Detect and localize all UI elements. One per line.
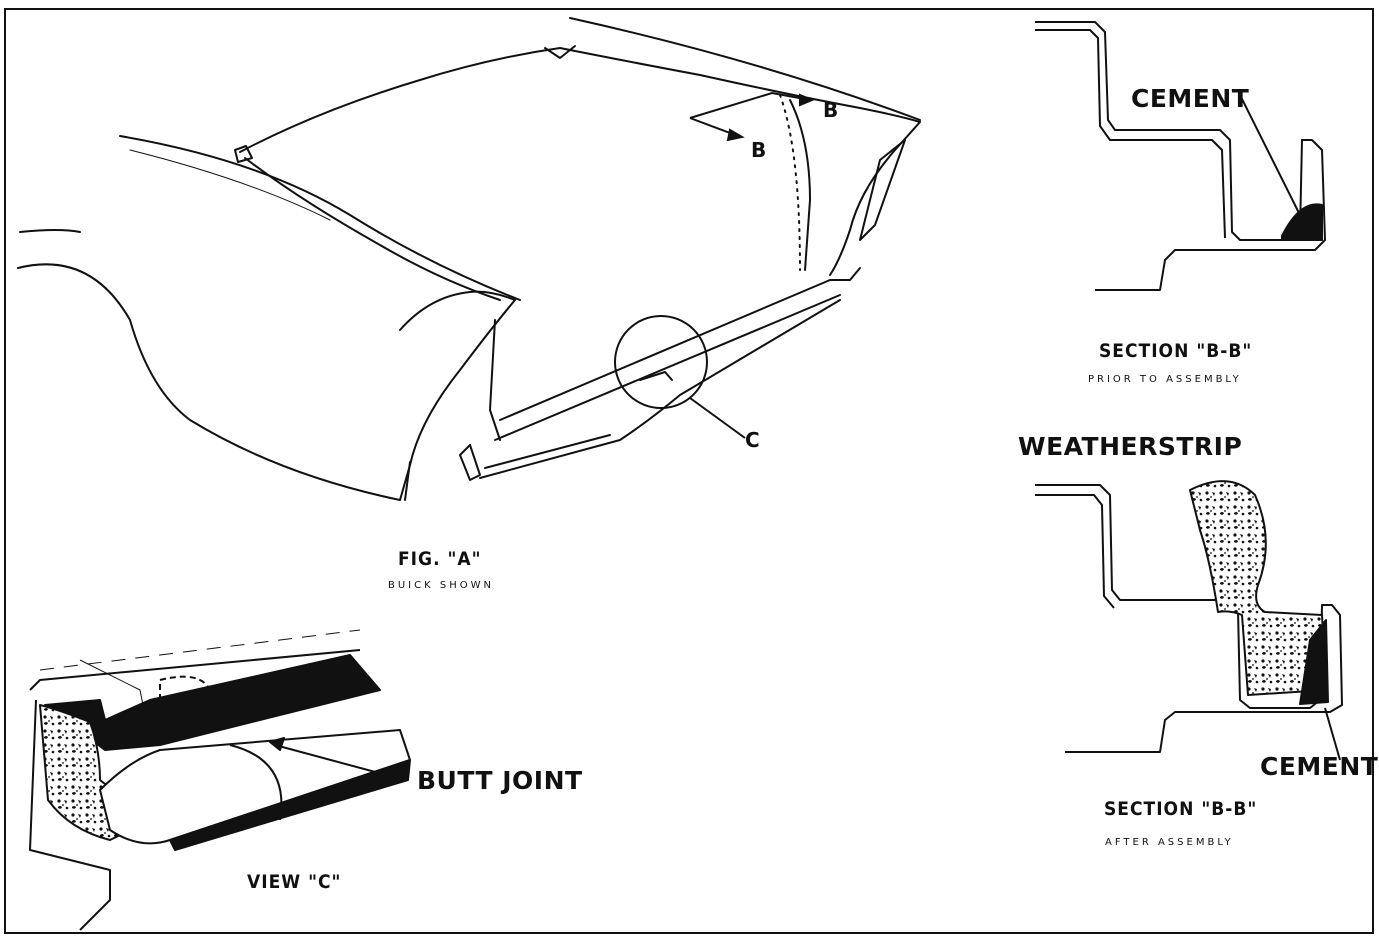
fig-a-subtitle: BUICK SHOWN [388, 580, 494, 591]
fig-a-title: FIG. "A" [398, 548, 482, 570]
marker-c: C [745, 428, 760, 452]
section-after-subtitle: AFTER ASSEMBLY [1105, 837, 1234, 848]
figure-border [4, 8, 1374, 934]
weatherstrip-label: WEATHERSTRIP [1018, 432, 1243, 461]
section-prior-subtitle: PRIOR TO ASSEMBLY [1088, 374, 1242, 385]
view-c-title: VIEW "C" [247, 871, 342, 893]
marker-b-upper: B [823, 98, 839, 122]
section-b-arrows [689, 91, 815, 142]
marker-b-lower: B [751, 138, 767, 162]
detail-circle-c [614, 315, 746, 439]
section-after-title: SECTION "B-B" [1104, 798, 1258, 820]
section-after-drawing [1035, 480, 1343, 761]
view-c-drawing [29, 629, 411, 931]
butt-joint-label: BUTT JOINT [417, 766, 583, 795]
section-prior-title: SECTION "B-B" [1099, 340, 1253, 362]
section-prior-drawing [1035, 21, 1326, 291]
car-rear-deck [17, 17, 921, 501]
cement-label-after: CEMENT [1260, 752, 1379, 781]
cement-label-prior: CEMENT [1131, 84, 1250, 113]
